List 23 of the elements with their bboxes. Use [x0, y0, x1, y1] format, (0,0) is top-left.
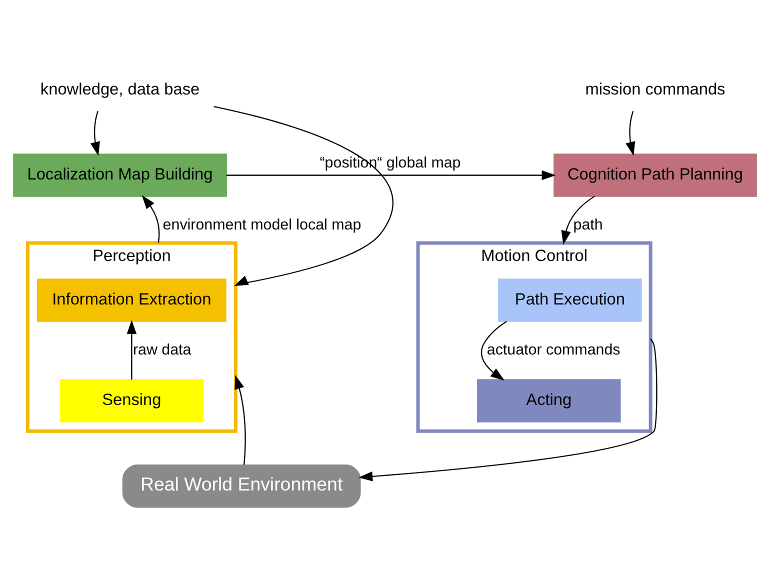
arrow	[126, 320, 136, 380]
arrow	[141, 195, 160, 244]
arrow	[234, 375, 246, 465]
arrow	[358, 338, 657, 482]
arrow	[480, 320, 506, 381]
node-box: Information Extraction	[36, 278, 226, 322]
node-box: Path Execution	[498, 278, 642, 322]
node-box: Cognition Path Planning	[553, 154, 756, 197]
edge-label: environment model local map	[162, 216, 361, 234]
edge-label: actuator commands	[486, 341, 620, 358]
arrow	[625, 111, 635, 156]
node-box: Real World Environment	[122, 464, 360, 508]
edge-label: path	[572, 216, 602, 234]
node-box: Localization Map Building	[12, 154, 226, 197]
node-text: mission commands	[584, 80, 725, 98]
node-box: Acting	[476, 379, 620, 422]
arrow	[213, 106, 393, 286]
arrow	[226, 170, 556, 180]
node-box: Sensing	[59, 379, 204, 422]
arrow	[90, 111, 100, 156]
node-text: knowledge, data base	[40, 80, 200, 98]
arrow	[560, 196, 594, 245]
edge-label: raw data	[132, 341, 191, 358]
